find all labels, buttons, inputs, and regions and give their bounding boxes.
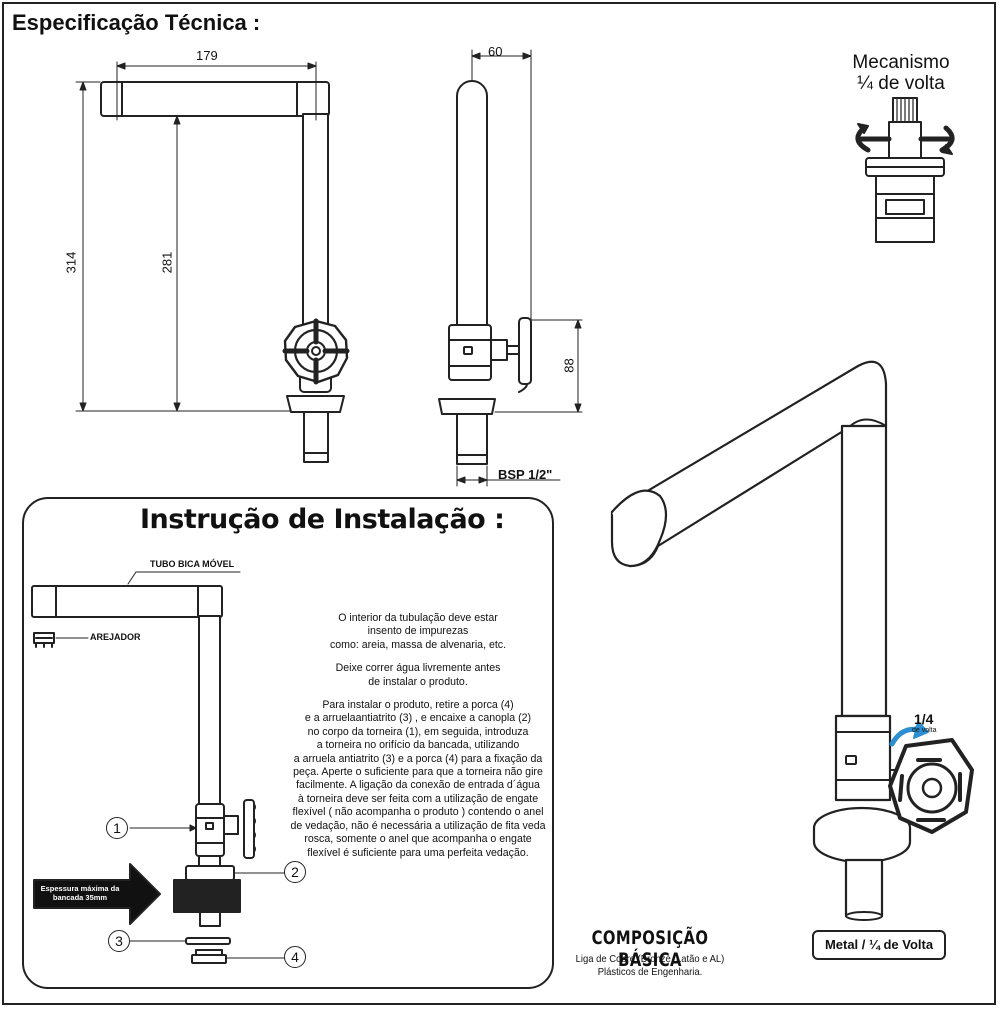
mechanism-label: Mecanismo ¼ de volta bbox=[836, 52, 966, 94]
installation-title: Instrução de Instalação : bbox=[140, 504, 505, 535]
dimension-handle-height: 88 bbox=[561, 358, 577, 373]
installation-instructions: O interior da tubulação deve estar insen… bbox=[282, 612, 554, 870]
counter-thickness-note: Espessura máxima da bancada 35mm bbox=[40, 884, 120, 902]
label-aerator: AREJADOR bbox=[90, 632, 141, 642]
dimension-height-spout: 281 bbox=[159, 251, 175, 274]
composition-line-2: Plásticos de Engenharia. bbox=[597, 966, 703, 978]
callout-3: 3 bbox=[108, 930, 130, 952]
composition-line-1: Liga de Cobre (Bronze, Latão e AL) bbox=[575, 953, 725, 965]
mechanism-line-1: Mecanismo bbox=[852, 52, 950, 73]
instruction-paragraph-3: Para instalar o produto, retire a porca … bbox=[290, 699, 546, 859]
callout-2: 2 bbox=[284, 861, 306, 883]
callout-1: 1 bbox=[106, 817, 128, 839]
cartridge-drawing bbox=[855, 97, 955, 243]
installation-panel bbox=[22, 497, 554, 989]
product-illustration bbox=[610, 360, 974, 921]
side-view-drawing bbox=[438, 49, 583, 487]
composition-title: COMPOSIÇÃO BÁSICA bbox=[591, 927, 709, 971]
page-title: Especificação Técnica : bbox=[12, 10, 261, 35]
quarter-turn-sub: de volta bbox=[912, 727, 937, 734]
dimension-depth: 60 bbox=[488, 44, 503, 59]
dimension-width: 179 bbox=[196, 48, 218, 63]
callout-4: 4 bbox=[284, 946, 306, 968]
quarter-turn-label: 1/4 bbox=[914, 711, 934, 727]
thread-spec: BSP 1/2" bbox=[498, 467, 553, 482]
label-tube: TUBO BICA MÓVEL bbox=[150, 559, 235, 569]
instruction-paragraph-2: Deixe correr água livremente antes de in… bbox=[335, 662, 501, 688]
front-view-drawing bbox=[75, 61, 350, 463]
installation-drawing bbox=[31, 571, 285, 964]
mechanism-line-2: ¼ de volta bbox=[857, 73, 945, 94]
instruction-paragraph-1: O interior da tubulação deve estar insen… bbox=[329, 612, 507, 651]
dimension-height-total: 314 bbox=[63, 251, 79, 274]
product-badge: Metal / ¼ de Volta bbox=[812, 930, 946, 960]
